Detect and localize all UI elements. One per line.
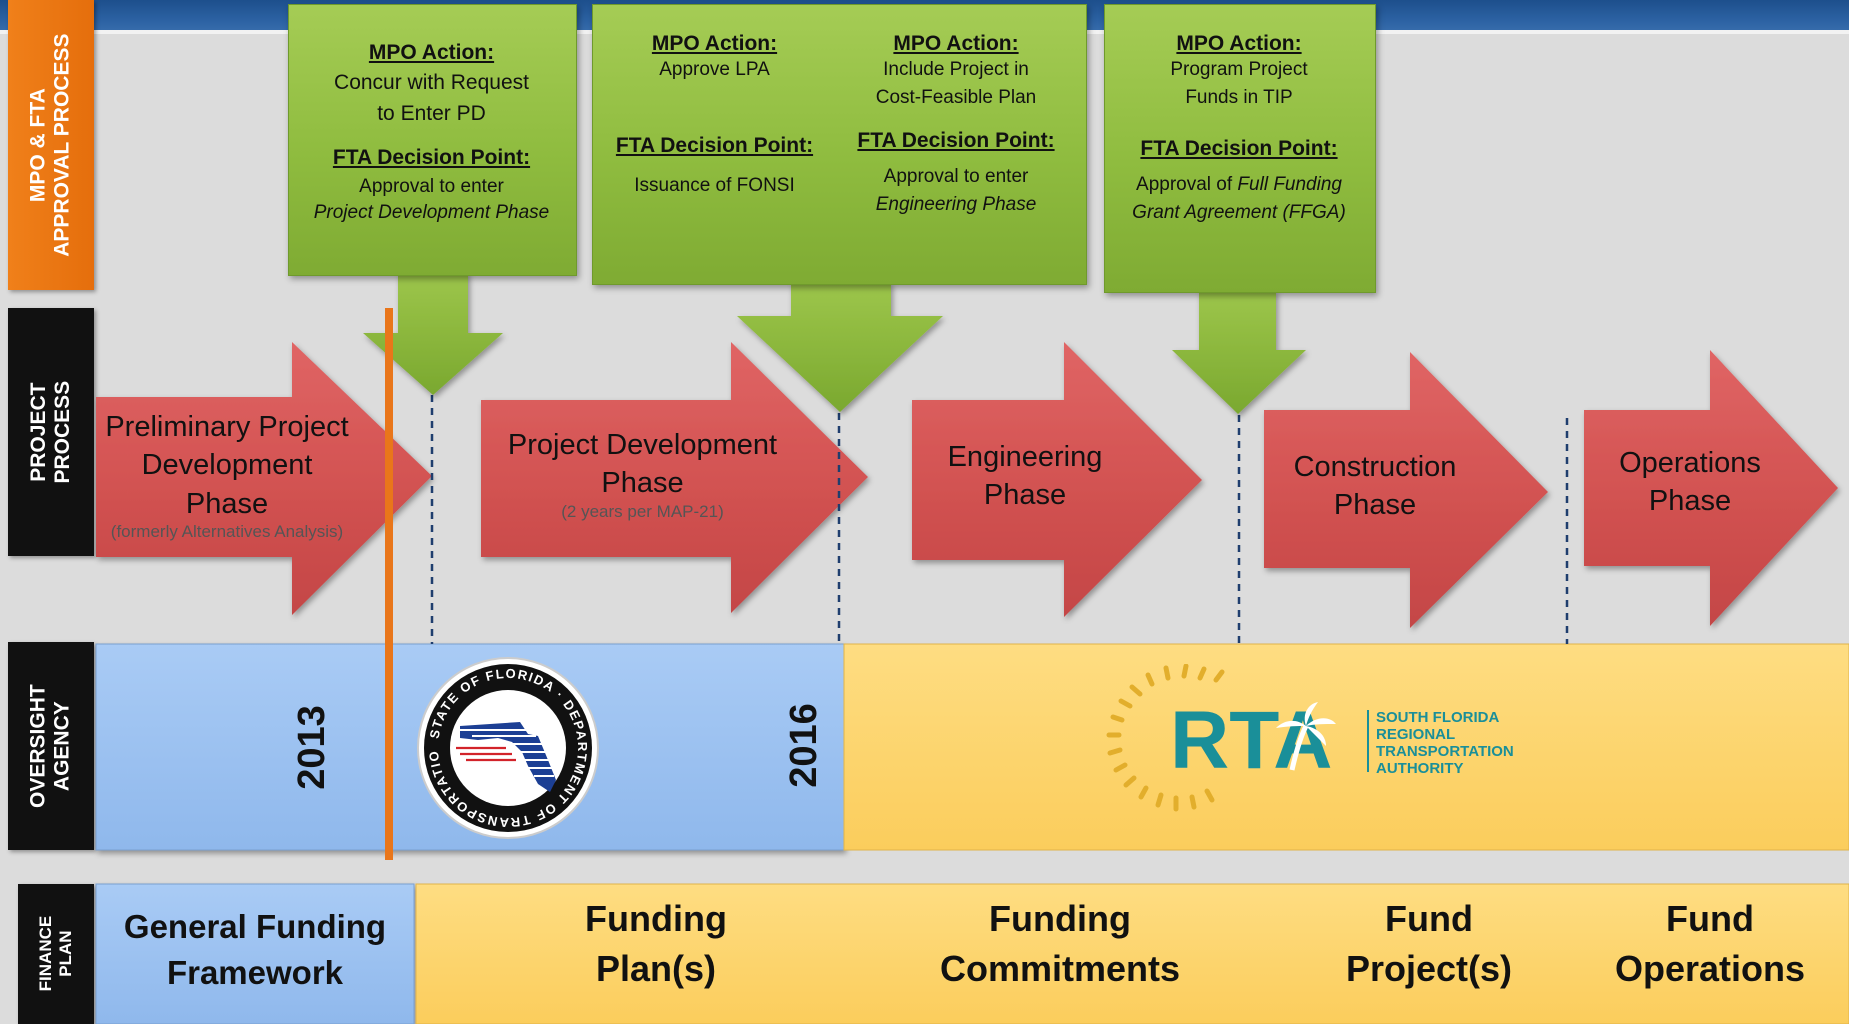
- approval-box-3-text: MPO Action: Program Project Funds in TIP…: [1104, 32, 1374, 226]
- finance-fund-projects: Fund Project(s): [1345, 898, 1513, 990]
- phase-arrow-construction: [1264, 352, 1548, 628]
- approval-box-1-text: MPO Action: Concur with Request to Enter…: [288, 38, 575, 227]
- mpo-action-heading: MPO Action:: [651, 32, 778, 55]
- row-label-approval-process: MPO & FTA APPROVAL PROCESS: [8, 0, 94, 290]
- current-position-marker: [385, 308, 393, 860]
- fta-decision-text-italic: Full Funding: [1237, 174, 1342, 196]
- phase-name: Engineering Phase: [947, 441, 1103, 512]
- phase-label-construction: Construction Phase: [1264, 448, 1486, 525]
- fta-decision-heading: FTA Decision Point:: [332, 146, 531, 170]
- phase-name: Construction Phase: [1293, 451, 1457, 522]
- fta-decision-text-line1: Approval to enter: [359, 175, 504, 197]
- phase-arrow-preliminary: [96, 342, 432, 615]
- fta-decision-heading: FTA Decision Point:: [615, 133, 814, 157]
- mpo-action-text-line1: Concur with Request: [334, 71, 529, 95]
- finance-fund-operations: Fund Operations: [1614, 898, 1806, 990]
- approval-box-1: [288, 4, 577, 276]
- approval-box-2: [592, 4, 1087, 285]
- fdot-seal-logo: STATE OF FLORIDA · DEPARTMENT OF TRANSPO…: [416, 656, 599, 839]
- phase-label-project-development: Project Development Phase (2 years per M…: [490, 426, 795, 521]
- mpo-action-heading: MPO Action:: [1176, 32, 1302, 55]
- phase-label-operations: Operations Phase: [1584, 444, 1796, 521]
- rta-abbr: RTA: [1170, 695, 1332, 786]
- phase-name: Preliminary Project Development Phase: [105, 411, 349, 520]
- fta-decision-text-line1: Approval of Full Funding: [1104, 171, 1374, 199]
- row-label-oversight-agency: OVERSIGHT AGENCY: [8, 642, 94, 850]
- finance-funding-commitments: Funding Commitments: [939, 898, 1181, 990]
- year-start-label: 2013: [290, 705, 333, 790]
- phase-arrow-project-development: [481, 342, 868, 613]
- florida-map-icon: [456, 722, 556, 792]
- row-label-finance-plan: FINANCE PLAN: [18, 884, 94, 1024]
- phase-arrow-engineering: [912, 342, 1202, 617]
- mpo-action-text: Approve LPA: [659, 59, 770, 80]
- mpo-action-text-line2: Cost-Feasible Plan: [875, 86, 1037, 108]
- phase-arrow-operations: [1584, 350, 1838, 626]
- oversight-band-rta: [843, 643, 1849, 851]
- approval-arrow-2: [737, 282, 943, 412]
- fta-decision-text-plain: Approval of: [1136, 174, 1238, 196]
- year-end-label: 2016: [782, 703, 825, 788]
- mpo-action-text-line2: to Enter PD: [377, 101, 486, 125]
- finance-funding-plans: Funding Plan(s): [585, 898, 727, 990]
- mpo-action-text-line1: Include Project in: [883, 59, 1029, 80]
- rta-name-line1: SOUTH FLORIDA: [1376, 709, 1499, 726]
- finance-band-funding: [415, 883, 1849, 1024]
- fta-decision-text-line2: Grant Agreement (FFGA): [1132, 201, 1346, 223]
- mpo-action-text-line2: Funds in TIP: [1185, 86, 1293, 108]
- mpo-action-heading: MPO Action:: [893, 32, 1019, 55]
- rta-name-line3: TRANSPORTATION: [1376, 743, 1514, 760]
- finance-band-general: [95, 883, 415, 1024]
- mpo-action-text-line1: Program Project: [1170, 59, 1308, 80]
- phase-label-engineering: Engineering Phase: [912, 438, 1138, 515]
- rta-name-line2: REGIONAL: [1376, 726, 1455, 743]
- fta-decision-heading: FTA Decision Point:: [1140, 137, 1338, 161]
- approval-box-2-left-text: MPO Action: Approve LPA FTA Decision Poi…: [592, 32, 837, 199]
- sunburst-icon: [1106, 664, 1225, 812]
- fta-decision-text-line2: Project Development Phase: [313, 202, 550, 224]
- phase-name: Project Development Phase: [507, 429, 778, 500]
- phase-note: (formerly Alternatives Analysis): [110, 521, 344, 541]
- rta-name-line4: AUTHORITY: [1376, 760, 1464, 777]
- rta-logo: RTA SOUTH FLORIDA REGIONAL TRANSPORTATIO…: [1106, 664, 1514, 812]
- phase-name: Operations Phase: [1619, 447, 1761, 518]
- fta-decision-heading: FTA Decision Point:: [857, 129, 1055, 153]
- fta-decision-text-line1: Approval to enter: [883, 166, 1029, 188]
- phase-note: (2 years per MAP-21): [561, 501, 724, 521]
- finance-general-funding-framework: General Funding Framework: [123, 908, 387, 992]
- approval-box-3: [1104, 4, 1376, 293]
- fta-decision-text-line2: Engineering Phase: [875, 193, 1037, 215]
- phase-label-preliminary: Preliminary Project Development Phase (f…: [96, 408, 358, 541]
- approval-box-2-right-text: MPO Action: Include Project in Cost-Feas…: [840, 32, 1072, 218]
- approval-arrow-1: [363, 272, 503, 395]
- approval-arrow-3: [1172, 290, 1306, 414]
- mpo-action-heading: MPO Action:: [368, 41, 495, 64]
- palm-tree-icon: [1276, 702, 1336, 771]
- fta-decision-text: Issuance of FONSI: [634, 174, 795, 196]
- row-label-project-process: PROJECT PROCESS: [8, 308, 94, 556]
